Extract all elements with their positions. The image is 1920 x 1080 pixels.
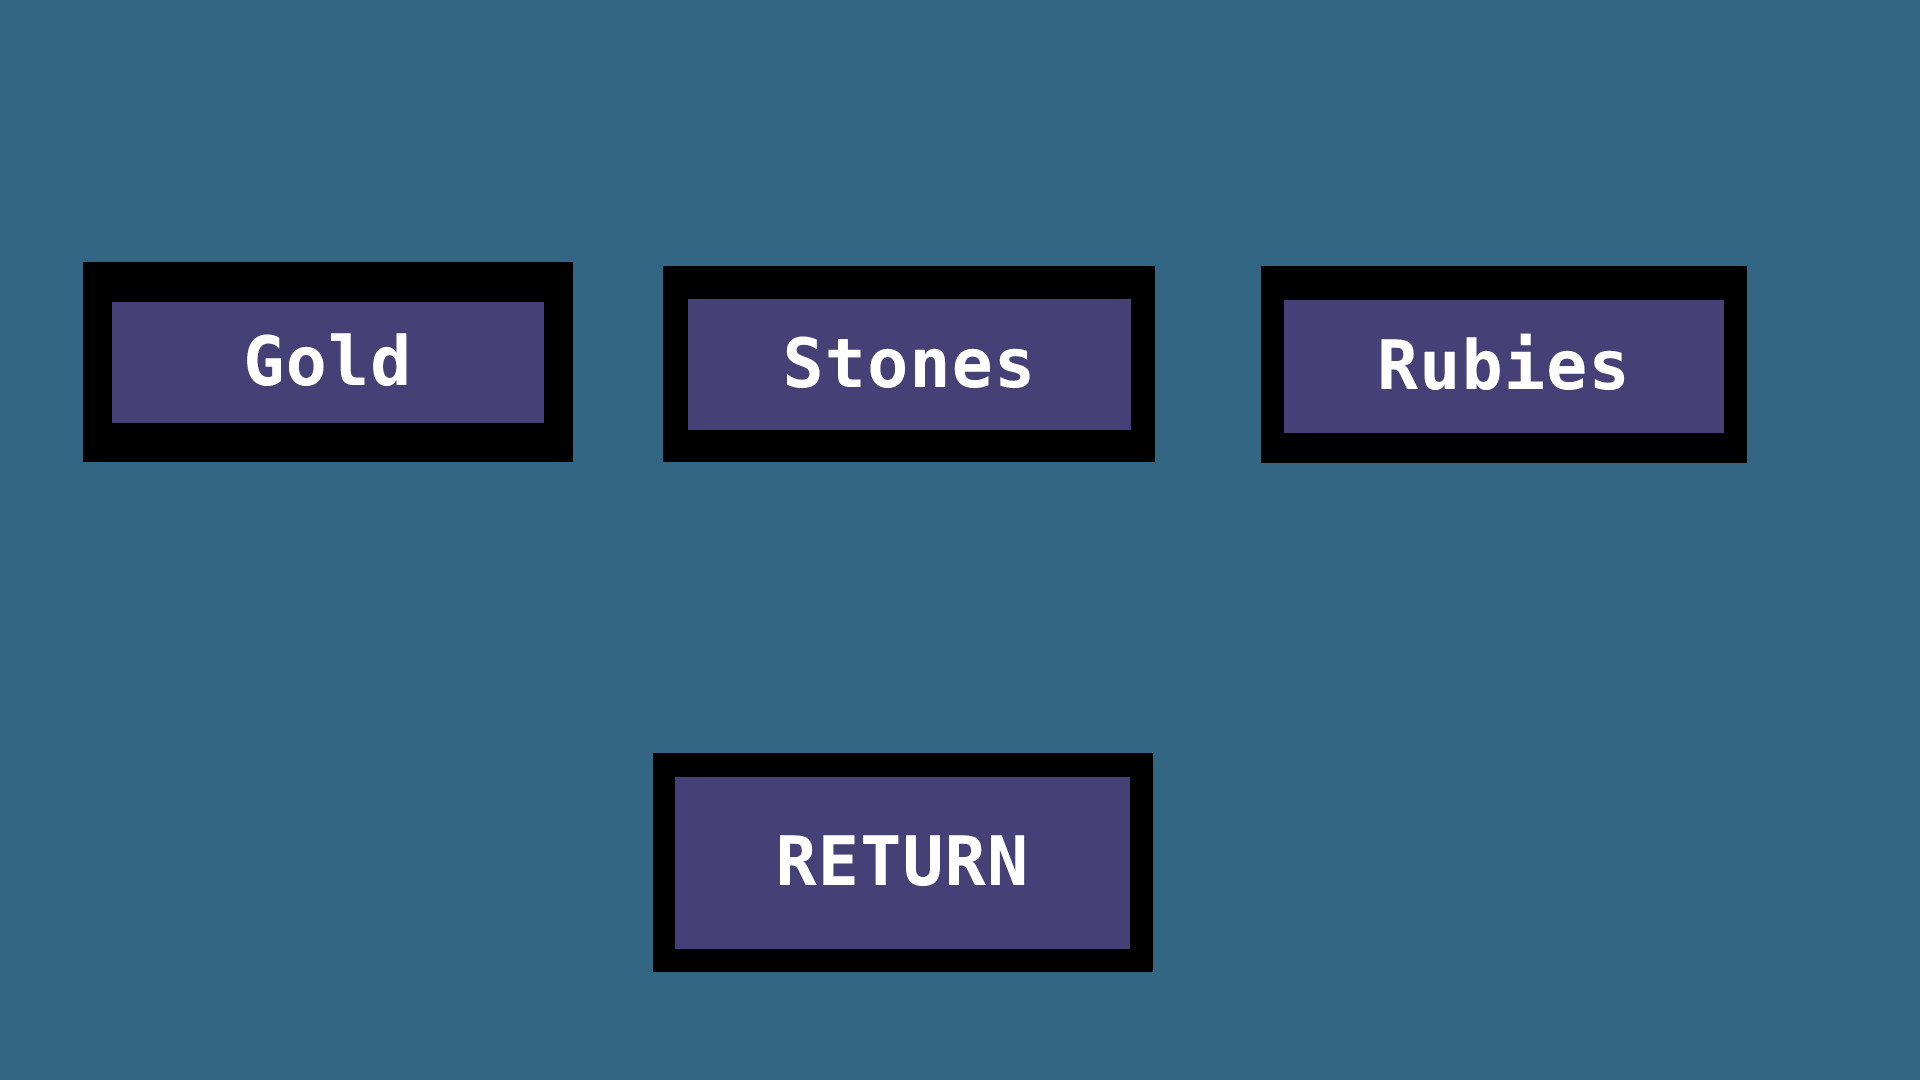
stones-button-face: Stones	[688, 299, 1131, 430]
rubies-button[interactable]: Rubies	[1261, 266, 1747, 463]
gold-button-face: Gold	[112, 302, 544, 423]
return-button-face: RETURN	[675, 777, 1130, 949]
gold-button[interactable]: Gold	[83, 262, 573, 462]
stones-button[interactable]: Stones	[663, 266, 1155, 462]
rubies-button-label: Rubies	[1377, 326, 1631, 406]
gold-button-label: Gold	[243, 322, 413, 402]
return-button-label: RETURN	[775, 823, 1030, 902]
return-button[interactable]: RETURN	[653, 753, 1153, 972]
rubies-button-face: Rubies	[1284, 300, 1724, 433]
stones-button-label: Stones	[782, 324, 1037, 404]
